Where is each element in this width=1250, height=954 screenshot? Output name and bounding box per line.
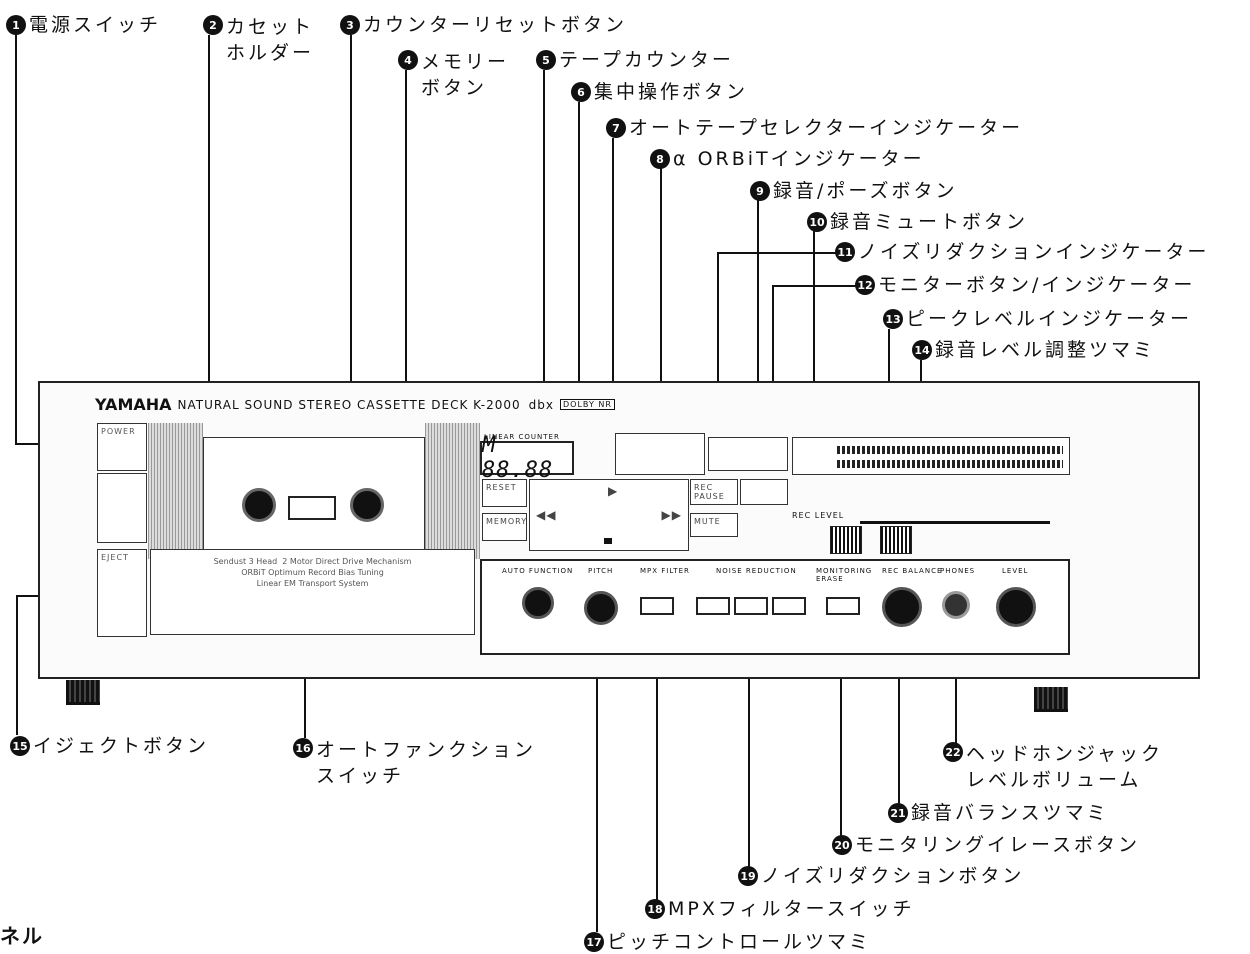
cassette-deck-front-panel: YAMAHA NATURAL SOUND STEREO CASSETTE DEC… <box>38 381 1200 679</box>
meter-right-channel <box>837 460 1063 468</box>
pitch-label: PITCH <box>588 567 613 575</box>
pitch-control-knob[interactable] <box>584 591 618 625</box>
tape-counter-display: M 88.88 <box>480 441 574 475</box>
leader-line <box>16 595 18 735</box>
right-reel-icon <box>350 488 384 522</box>
auto-function-switch[interactable] <box>522 587 554 619</box>
eject-button[interactable]: EJECT <box>97 549 147 637</box>
noise-reduction-indicators <box>708 437 788 471</box>
tape-window <box>288 496 336 520</box>
fast-forward-icon: ▶▶ <box>662 508 682 522</box>
rec-balance-label: REC BALANCE <box>882 567 942 575</box>
rec-mute-button[interactable]: MUTE <box>690 513 738 537</box>
rec-balance-knob[interactable] <box>882 587 922 627</box>
blank-panel <box>97 473 147 543</box>
mpx-filter-label: MPX FILTER <box>640 567 690 575</box>
rec-level-knob-right[interactable] <box>880 526 912 554</box>
deck-model-title: NATURAL SOUND STEREO CASSETTE DECK K-200… <box>178 398 521 412</box>
monitor-button[interactable] <box>740 479 788 505</box>
leader-line <box>15 35 17 443</box>
left-vent-grill <box>148 423 203 559</box>
nr-through-button[interactable] <box>772 597 806 615</box>
memory-button[interactable]: MEMORY <box>482 513 527 541</box>
play-icon: ▶ <box>608 484 618 498</box>
leader-line <box>748 658 750 868</box>
auto-tape-selector-indicators <box>615 433 705 475</box>
monitoring-erase-button[interactable] <box>826 597 860 615</box>
rec-level-label: REC LEVEL <box>792 511 844 520</box>
mpx-filter-switch[interactable] <box>640 597 674 615</box>
feature-text-panel: Sendust 3 Head 2 Motor Direct Drive Mech… <box>150 549 475 635</box>
dolby-logo: DOLBY NR <box>560 399 615 410</box>
brand-row: YAMAHA NATURAL SOUND STEREO CASSETTE DEC… <box>95 395 615 414</box>
noise-reduction-label: NOISE REDUCTION <box>716 567 797 575</box>
bottom-heading-fragment: ネル <box>0 920 44 949</box>
reset-button[interactable]: RESET <box>482 479 527 507</box>
cassette-holder[interactable] <box>203 437 425 559</box>
rec-level-scale <box>860 521 1050 524</box>
leader-line <box>772 285 857 287</box>
dbx-logo: dbx <box>529 398 554 412</box>
rewind-icon: ◀◀ <box>536 508 556 522</box>
left-foot <box>66 680 100 705</box>
headphone-jack[interactable] <box>942 591 970 619</box>
left-reel-icon <box>242 488 276 522</box>
right-foot <box>1034 687 1068 712</box>
leader-line <box>717 252 837 254</box>
nr-dbx-button[interactable] <box>734 597 768 615</box>
headphone-level-knob[interactable] <box>996 587 1036 627</box>
rec-pause-button[interactable]: REC PAUSE <box>690 479 738 505</box>
meter-left-channel <box>837 446 1063 454</box>
auto-function-label: AUTO FUNCTION <box>502 567 573 575</box>
right-vent-grill <box>425 423 480 559</box>
transport-controls[interactable]: ▶ ◀◀ ▶▶ <box>529 479 689 551</box>
level-label: LEVEL <box>1002 567 1028 575</box>
peak-level-meter <box>792 437 1070 475</box>
monitoring-label: MONITORING ERASE <box>816 567 876 583</box>
phones-label: PHONES <box>940 567 975 575</box>
counter-caption: LINEAR COUNTER <box>484 433 560 441</box>
sub-panel: AUTO FUNCTION PITCH MPX FILTER NOISE RED… <box>480 559 1070 655</box>
power-switch[interactable]: POWER <box>97 423 147 471</box>
yamaha-logo: YAMAHA <box>95 395 172 414</box>
stop-icon <box>604 538 612 544</box>
nr-dolby-button[interactable] <box>696 597 730 615</box>
rec-level-knob-left[interactable] <box>830 526 862 554</box>
